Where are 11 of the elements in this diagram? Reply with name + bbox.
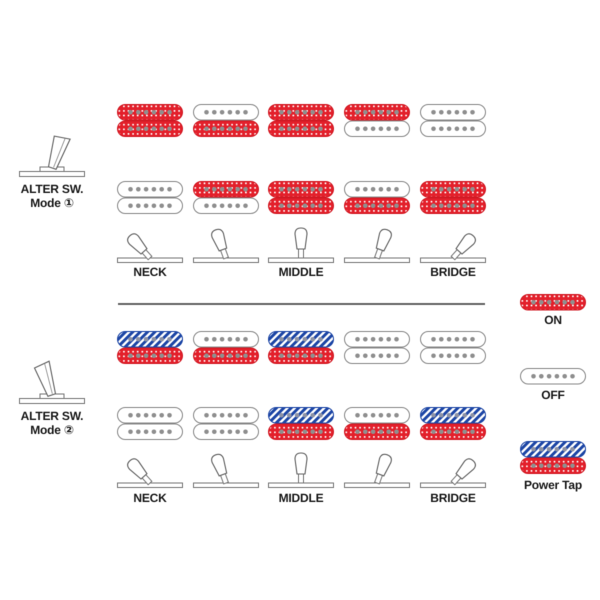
switch-mode-label: ALTER SW. Mode ① [20, 182, 84, 210]
position-label: BRIDGE [430, 265, 476, 279]
position-label: NECK [133, 265, 167, 279]
legend-label: Power Tap [524, 478, 582, 492]
switch-mode-label: ALTER SW. Mode ② [20, 409, 84, 437]
legend-label: ON [544, 313, 562, 327]
position-label: MIDDLE [278, 265, 324, 279]
position-label: BRIDGE [430, 491, 476, 505]
position-label: MIDDLE [278, 491, 324, 505]
legend-label: OFF [541, 388, 565, 402]
position-label: NECK [133, 491, 167, 505]
